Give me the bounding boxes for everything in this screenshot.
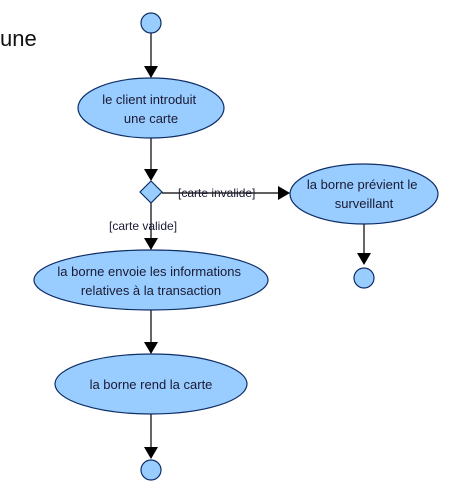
svg-text:la borne prévient le sur: la borne prévient le surveillant — [307, 177, 421, 211]
activity-label-line: surveillant — [335, 196, 394, 211]
decision-node — [139, 180, 163, 204]
activity-label-line: relatives à la transaction — [81, 283, 221, 298]
final-state-node — [353, 267, 375, 289]
svg-text:le client introduit une: le client introduit une carte — [102, 92, 200, 126]
svg-text:la borne envoie les informatio: la borne envoie les informations relativ… — [57, 264, 244, 298]
activity-label-line: la borne rend la carte — [90, 377, 213, 392]
activity-ellipse — [33, 249, 269, 311]
activity-notify-supervisor: la borne prévient le surveillant — [289, 163, 439, 225]
svg-text:la borne rend la carte: la borne rend la carte — [90, 377, 213, 392]
final-state-node — [140, 459, 162, 481]
activity-label-line: une carte — [124, 111, 178, 126]
activity-ellipse — [289, 163, 439, 225]
activity-ellipse — [54, 353, 248, 415]
guard-invalid-card: [carte invalide] — [178, 186, 255, 200]
initial-state-node — [140, 12, 162, 34]
activity-label-line: le client introduit — [102, 92, 196, 107]
activity-send-transaction-info: la borne envoie les informations relativ… — [33, 249, 269, 311]
activity-return-card: la borne rend la carte — [54, 353, 248, 415]
activity-label-line: la borne envoie les informations — [57, 264, 241, 279]
activity-ellipse — [77, 77, 225, 139]
stray-text: une — [0, 26, 37, 51]
guard-valid-card: [carte valide] — [109, 219, 177, 233]
activity-client-inserts-card: le client introduit une carte — [77, 77, 225, 139]
activity-label-line: la borne prévient le — [307, 177, 418, 192]
